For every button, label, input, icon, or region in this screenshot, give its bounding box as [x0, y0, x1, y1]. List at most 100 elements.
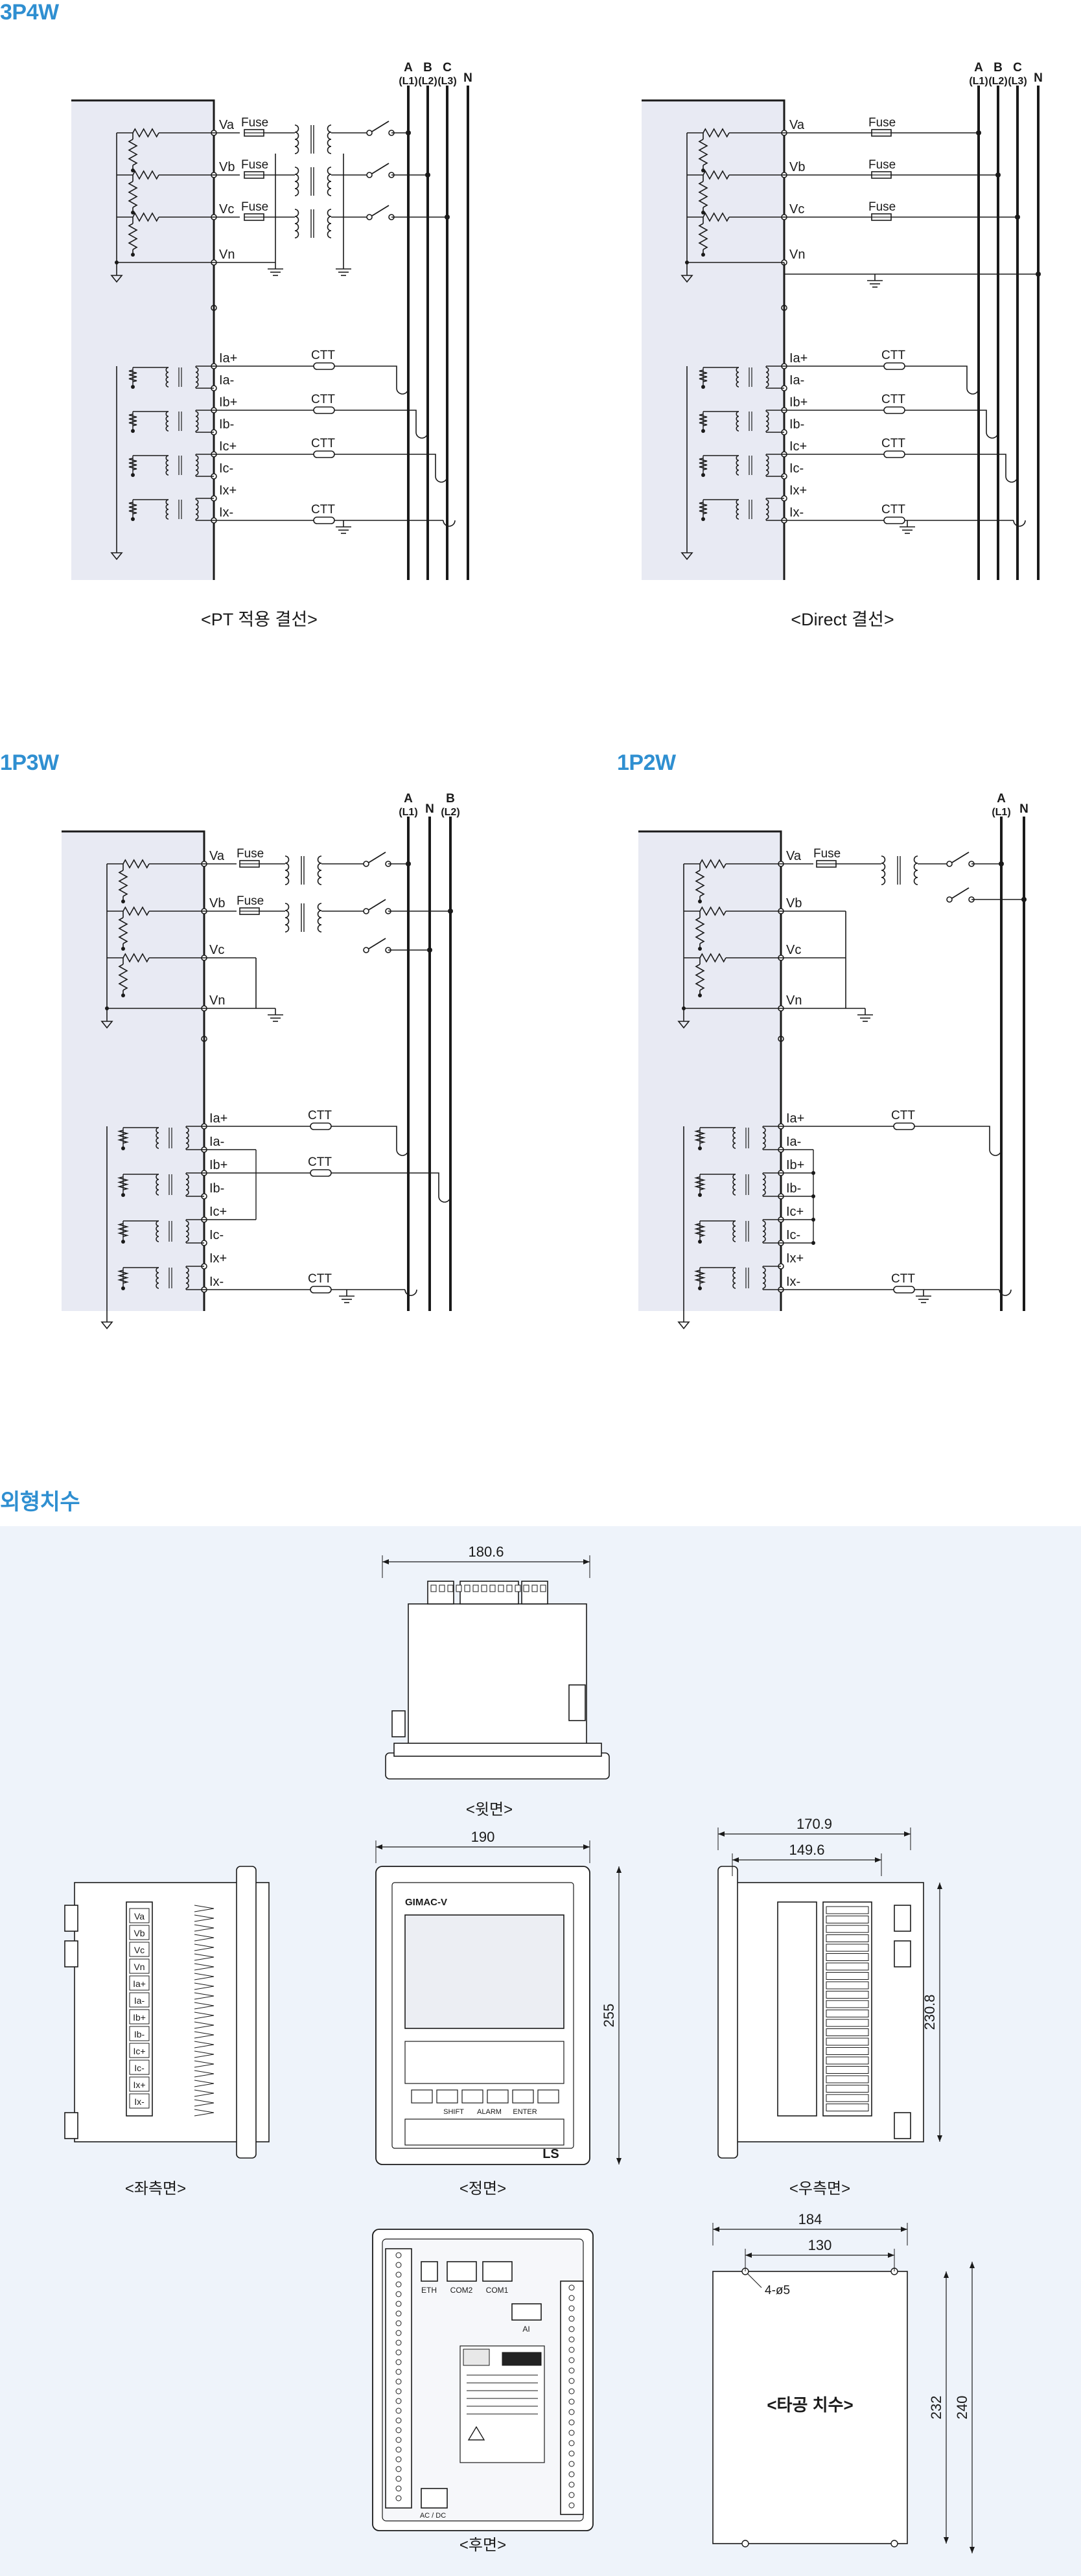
resistor — [128, 139, 138, 166]
switch-icon — [946, 887, 975, 903]
fuse-label: Fuse — [868, 158, 896, 172]
right-terminal — [826, 1972, 869, 1980]
dimension-drawings: 180.6<윗면> VaVbVcVnIa+Ia-Ib+Ib-Ic+Ic-Ix+Ix… — [64, 1544, 975, 2554]
caption-panel: <타공 치수> — [767, 2395, 853, 2415]
right-terminal — [826, 2000, 869, 2008]
top-view: 180.6<윗면> — [382, 1544, 610, 1818]
line-subscript: (L1) — [992, 807, 1010, 818]
arrow-right — [901, 2227, 907, 2232]
line-subscript: (L1) — [399, 807, 417, 818]
resistor — [699, 953, 726, 963]
junction-dot — [995, 172, 1001, 178]
right-terminal — [826, 2075, 869, 2083]
rear-screw — [568, 2471, 575, 2477]
line-subscript: (L2) — [441, 807, 459, 818]
left-terminal-label: Ib+ — [133, 2012, 146, 2023]
arrow-right — [888, 2253, 894, 2258]
transformer-coil — [165, 455, 169, 476]
resistor — [128, 181, 138, 208]
junction-dot — [698, 1193, 702, 1197]
right-terminal — [826, 2085, 869, 2093]
ctt-icon: CTT — [881, 503, 905, 524]
ctt-icon: CTT — [308, 1155, 332, 1177]
ground-icon — [857, 1008, 873, 1022]
left-terminal — [129, 2026, 150, 2041]
transformer-coil — [765, 411, 769, 432]
terminal-label-icm: Ic- — [219, 461, 233, 476]
resistor — [132, 170, 159, 180]
rear-screw — [568, 2492, 575, 2498]
meter-body — [638, 831, 781, 1311]
rear-screw — [395, 2310, 402, 2317]
caption-right: <우측면> — [789, 2180, 850, 2198]
ctt-body — [893, 1122, 915, 1130]
wire — [371, 163, 389, 174]
rear-screw — [568, 2502, 575, 2509]
terminal-label-vn: Vn — [209, 993, 225, 1008]
earth-triangle — [677, 1321, 690, 1330]
terminal-pin — [472, 1584, 479, 1592]
ct-coil — [1005, 476, 1018, 483]
left-view-bezel — [236, 1866, 257, 2159]
arrow-left — [718, 1831, 725, 1837]
wire — [371, 121, 389, 132]
switch-icon — [363, 899, 391, 914]
junction-dot — [701, 517, 705, 521]
rear-screw — [395, 2271, 402, 2278]
ctt-body — [310, 1169, 332, 1177]
junction-dot — [406, 130, 411, 135]
line-label: A(L1) — [399, 792, 417, 818]
warning-icon — [467, 2426, 485, 2441]
transformer-coil — [881, 855, 886, 885]
transformer-coil — [294, 167, 299, 196]
dim-panel-h-inner-label: 232 — [928, 2396, 944, 2420]
resistor — [117, 1176, 129, 1190]
junction-dot — [811, 1241, 815, 1245]
rear-screw — [568, 2326, 575, 2332]
resistor — [694, 1270, 706, 1284]
earth-triangle — [677, 1021, 690, 1029]
wire — [368, 899, 386, 911]
caption-top: <윗면> — [466, 1801, 513, 1818]
transformer-coil — [765, 367, 769, 388]
terminal-pin — [430, 1584, 437, 1592]
junction-dot — [1036, 272, 1041, 277]
rear-screw — [395, 2437, 402, 2443]
rear-screw — [395, 2427, 402, 2433]
fuse-icon: Fuse — [241, 116, 268, 137]
rear-ai-label: AI — [522, 2325, 529, 2334]
switch-icon — [363, 938, 391, 953]
terminal-label-icp: Ic+ — [789, 439, 807, 454]
transformer-coil — [285, 903, 290, 933]
resistor — [695, 964, 705, 991]
top-terminal-2 — [459, 1581, 519, 1605]
pt-transformer — [881, 855, 918, 885]
terminal — [366, 214, 373, 220]
rear-screw — [395, 2408, 402, 2414]
switch-icon — [363, 852, 391, 867]
line-label: N — [1034, 71, 1043, 85]
diagram-3p4w-pt: A(L1)B(L2)C(L3)NVaVbVcVnIa+Ia-Ib+Ib-Ic+I… — [71, 61, 472, 629]
ct-coil — [989, 1149, 1002, 1156]
transformer-coil — [195, 367, 199, 388]
line-label: C(L3) — [437, 61, 456, 87]
rear-screw — [395, 2476, 402, 2482]
ground-icon — [916, 1290, 931, 1303]
right-terminal — [826, 2056, 869, 2065]
junction-dot — [121, 1146, 125, 1150]
terminal-pin — [540, 1584, 546, 1592]
resistor — [698, 139, 708, 166]
terminal-label-ixp: Ix+ — [209, 1251, 227, 1266]
resistor — [695, 917, 705, 944]
left-terminal — [129, 2093, 150, 2109]
fin — [194, 1963, 215, 1971]
ctt-body — [313, 516, 335, 524]
ctt-label: CTT — [881, 503, 905, 516]
switch-icon — [946, 852, 975, 867]
ctt-icon: CTT — [311, 349, 335, 370]
fuse-label: Fuse — [241, 116, 268, 130]
line-letter: B — [446, 792, 455, 806]
transformer-coil — [765, 499, 769, 520]
junction-dot — [701, 253, 705, 257]
